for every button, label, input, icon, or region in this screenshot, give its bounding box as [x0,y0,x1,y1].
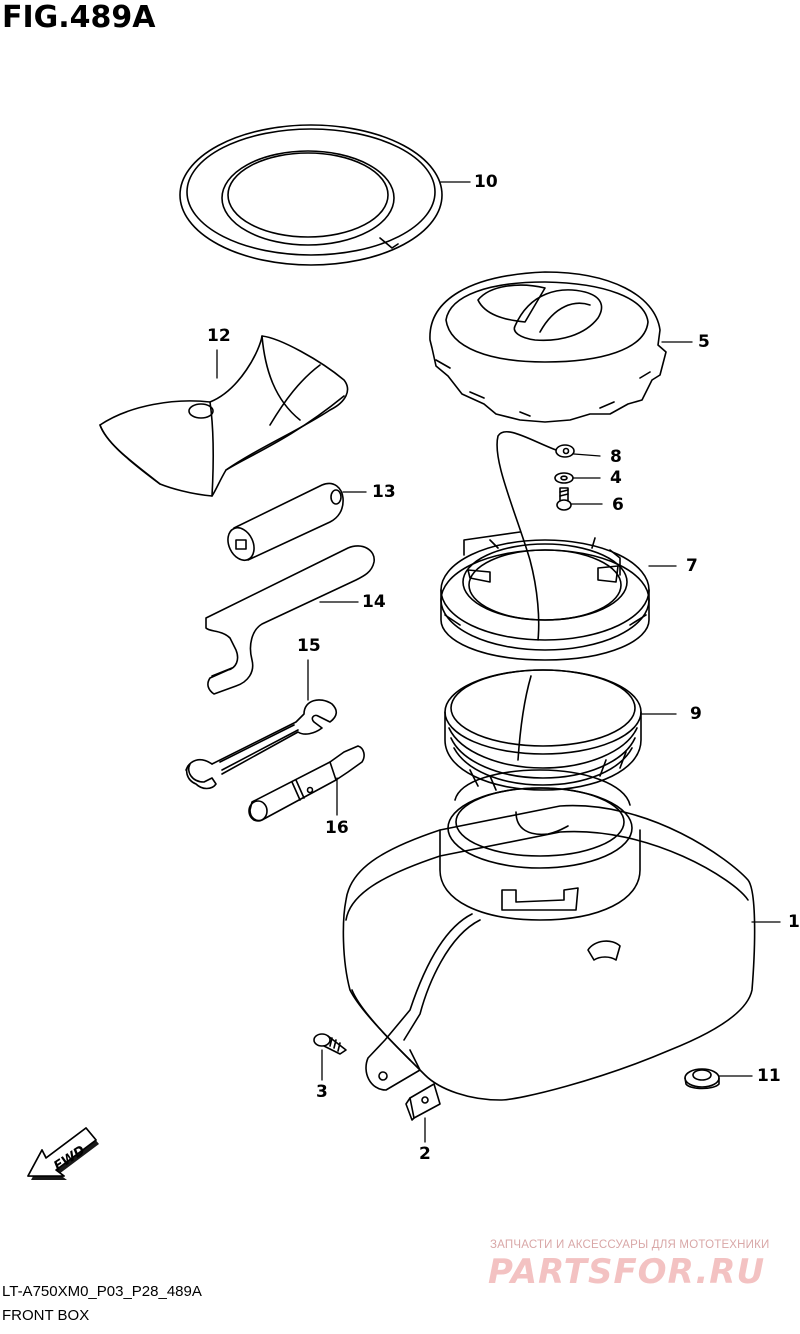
callout-9: 9 [690,704,702,724]
callout-4: 4 [610,468,622,488]
part-3-screw [313,1033,347,1055]
part-13-tube [227,482,344,562]
part-10-gasket [179,124,443,266]
callout-6: 6 [612,495,624,515]
callout-16: 16 [325,818,349,838]
fwd-arrow: FWD [27,1127,99,1180]
part-6-screw [556,487,572,511]
part-9-threaded-ring [444,669,642,791]
diagram-name: FRONT BOX [2,1307,90,1324]
callout-11: 11 [757,1066,781,1086]
part-1-front-box [342,769,756,1101]
part-4-washer [554,472,574,484]
callout-8: 8 [610,447,622,467]
watermark-logo: PARTSFOR.RU [488,1252,766,1292]
part-16-socket [248,745,365,822]
figure-title: FIG.489A [2,0,156,35]
watermark-tagline: ЗАПЧАСТИ И АКСЕССУАРЫ ДЛЯ МОТОТЕХНИКИ [490,1239,770,1251]
callout-10: 10 [474,172,498,192]
part-14-spanner [205,545,375,695]
callout-5: 5 [698,332,710,352]
part-15-wrench [185,699,338,790]
callout-7: 7 [686,556,698,576]
diagram-code: LT-A750XM0_P03_P28_489A [2,1283,202,1300]
part-7-ring [440,531,650,661]
callout-15: 15 [297,636,321,656]
part-5-cap [429,271,667,423]
leader-lines [216,181,781,1143]
callout-1: 1 [788,912,800,932]
callout-13: 13 [372,482,396,502]
callout-2: 2 [419,1144,431,1164]
part-2-clip-nut [405,1083,441,1121]
part-11-grommet [684,1068,720,1090]
callout-14: 14 [362,592,386,612]
part-12-tool-bag [99,335,349,497]
callout-12: 12 [207,326,231,346]
callout-3: 3 [316,1082,328,1102]
